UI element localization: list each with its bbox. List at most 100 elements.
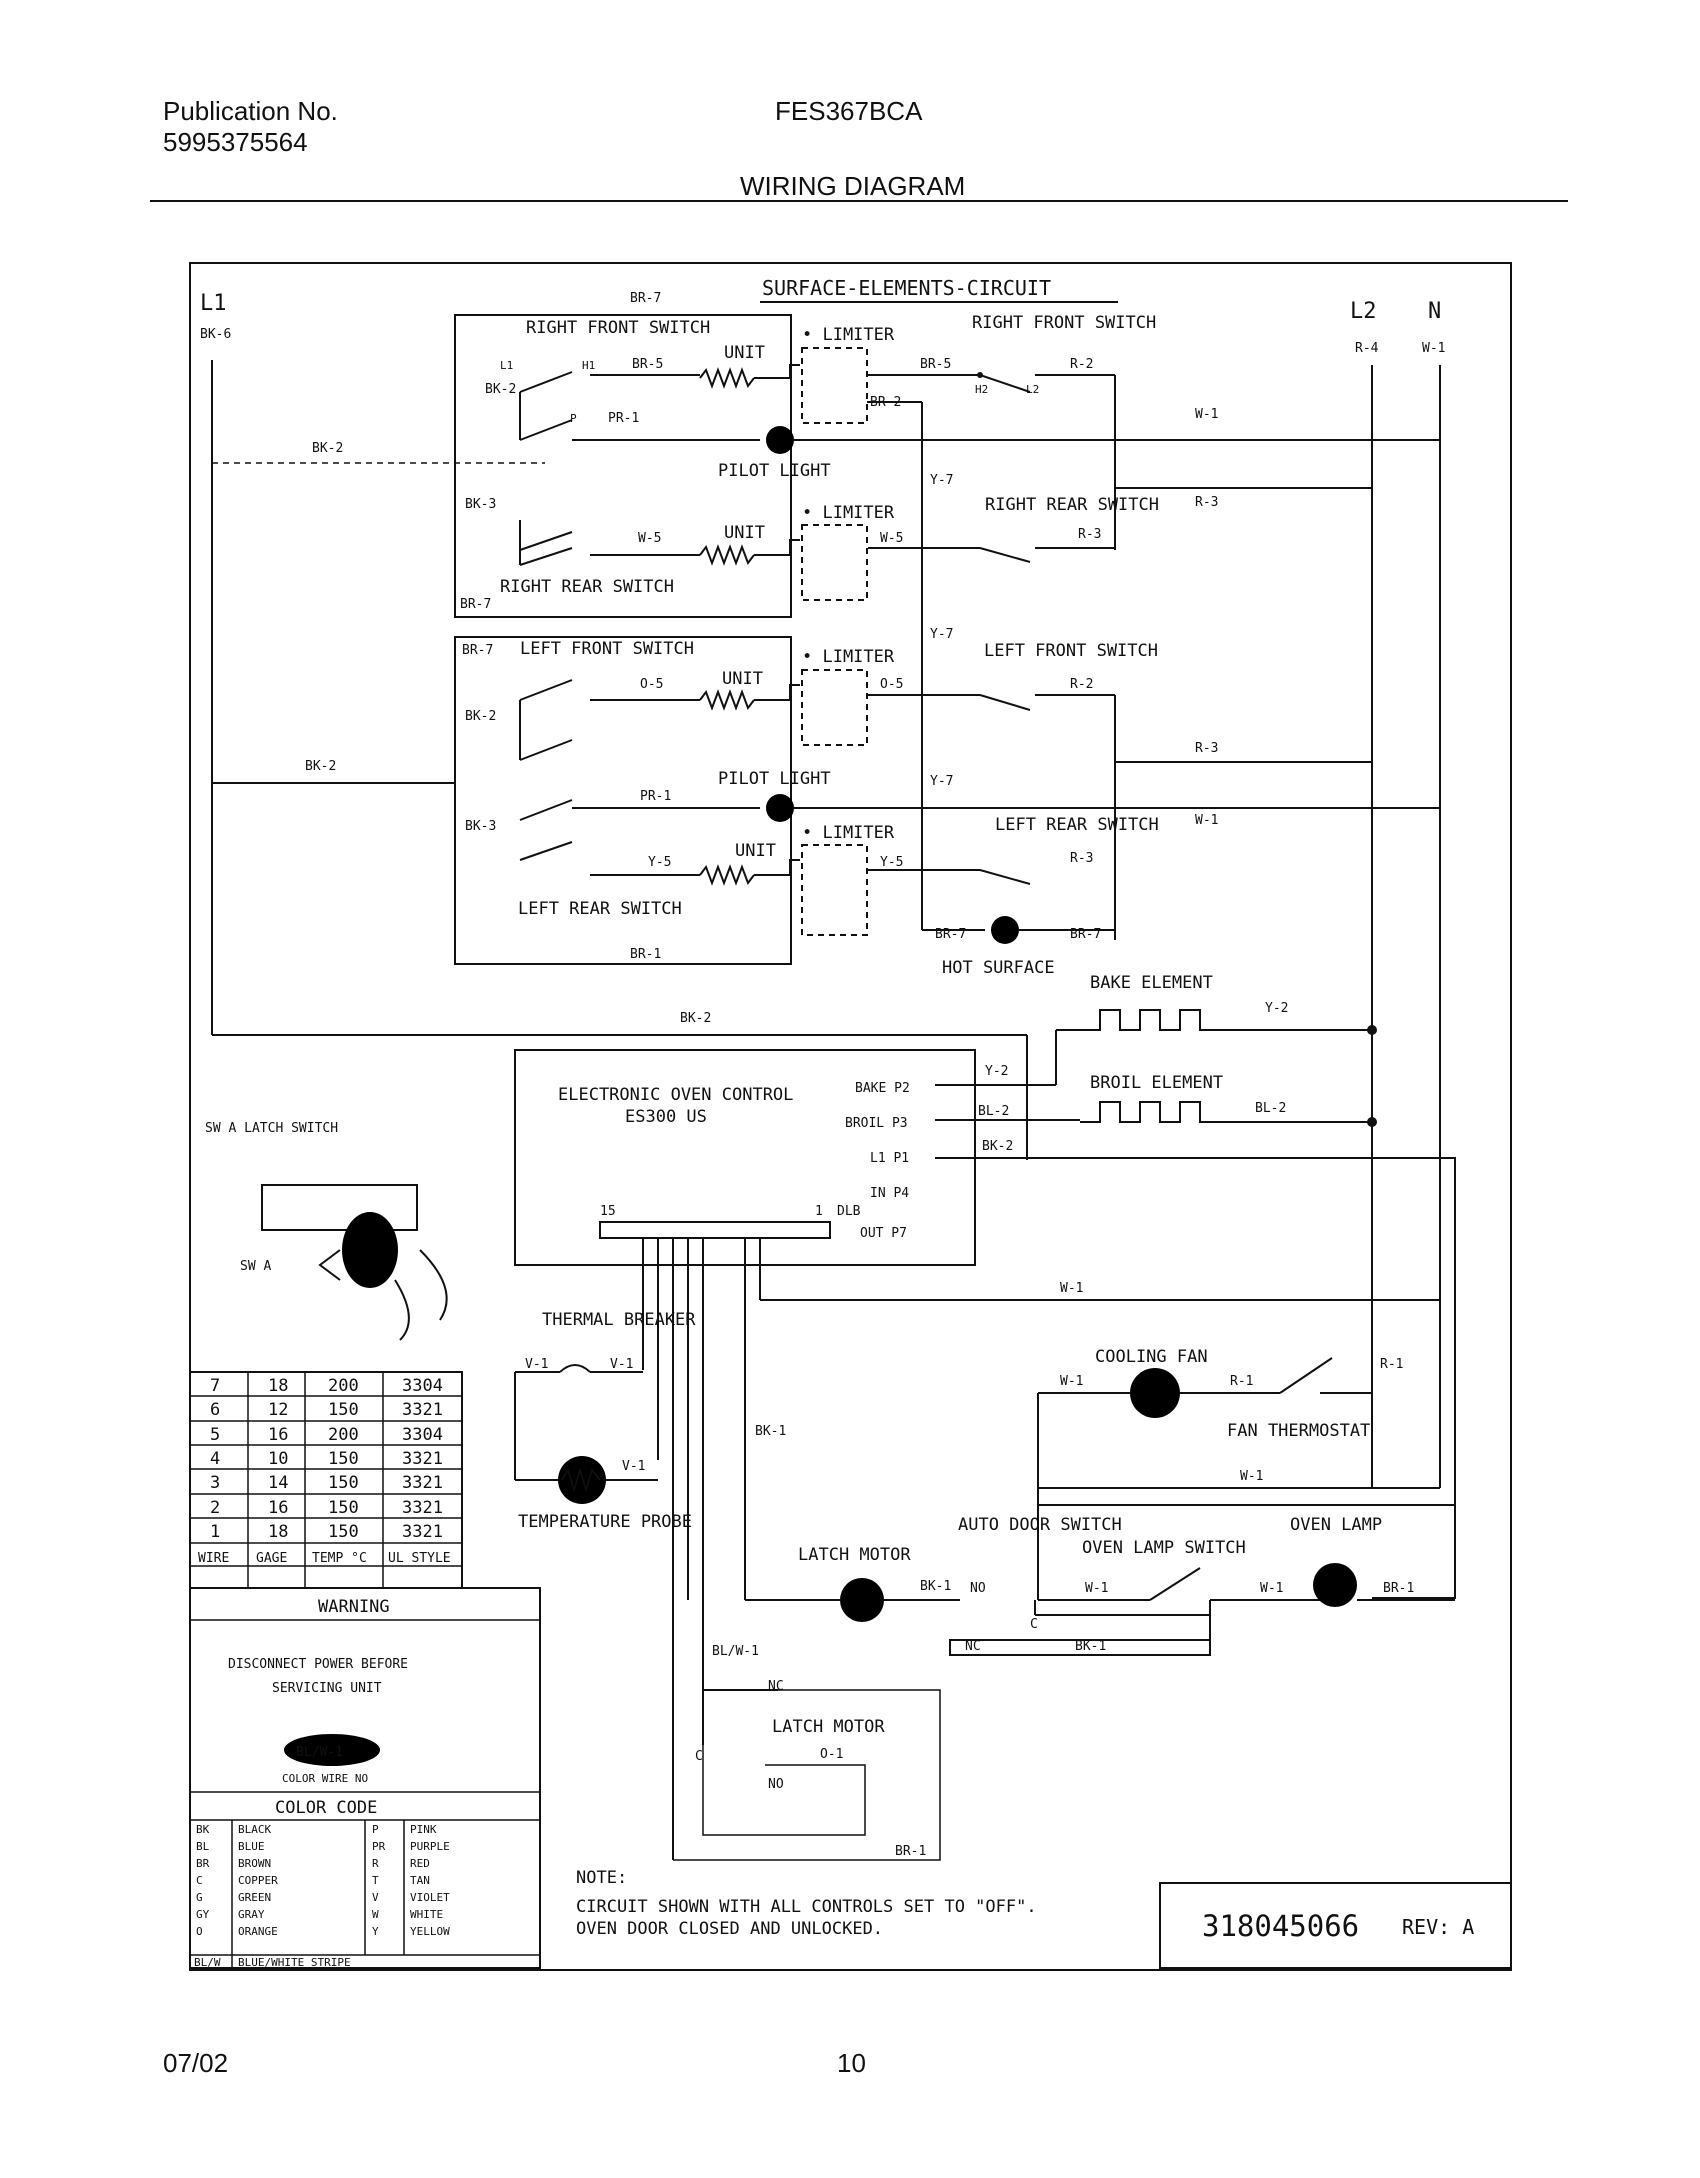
wire-label-bk6: BK-6 (200, 327, 231, 342)
color-code-row: GY (196, 1908, 210, 1921)
color-code-row: PR (372, 1840, 386, 1853)
oven-lamp-switch-label: OVEN LAMP SWITCH (1082, 1538, 1246, 1558)
right-rear-switch-label: RIGHT REAR SWITCH (985, 495, 1159, 515)
wire-label-y2-b: Y-2 (985, 1064, 1008, 1079)
wire-label-bk2-bottom: BK-2 (680, 1011, 711, 1026)
l2-bus-label: L2 (1350, 299, 1377, 324)
color-code-row: BR (196, 1857, 210, 1870)
wire-table-row: 150 (328, 1522, 359, 1542)
wire-table-row: 3321 (402, 1522, 443, 1542)
right-pilot-light-label: PILOT LIGHT (718, 461, 831, 481)
sw-a-label: SW A (240, 1259, 271, 1274)
warning-example-caption: COLOR WIRE NO (282, 1772, 368, 1785)
auto-door-nc-label: NC (965, 1639, 981, 1654)
wire-table-row: 12 (268, 1400, 288, 1420)
wire-label-br7-c: BR-7 (935, 927, 966, 942)
color-code-row: C (196, 1874, 203, 1887)
wire-label-br1-b: BR-1 (1383, 1581, 1414, 1596)
color-code-row: BLACK (238, 1823, 271, 1836)
right-rear-unit-label: UNIT (724, 523, 765, 543)
thermal-breaker (559, 1364, 591, 1373)
wire-label-br7-d: BR-7 (1070, 927, 1101, 942)
oven-lamp (1313, 1563, 1357, 1607)
revision: REV: A (1402, 1915, 1474, 1939)
right-front-unit-label: UNIT (724, 343, 765, 363)
warning-title: WARNING (318, 1597, 390, 1617)
wire-table-row: 3 (210, 1473, 220, 1493)
model-number: FES367BCA (775, 96, 923, 126)
broil-element (1080, 1101, 1230, 1123)
note-line1: CIRCUIT SHOWN WITH ALL CONTROLS SET TO "… (576, 1897, 1037, 1917)
wire-label-r3-b: R-3 (1078, 527, 1101, 542)
hot-surface-light (991, 916, 1019, 944)
wire-table-row: 150 (328, 1473, 359, 1493)
wire-label-w1-e: W-1 (1240, 1469, 1263, 1484)
wire-table-header: WIRE (198, 1551, 229, 1566)
color-code-row: TAN (410, 1874, 430, 1887)
wire-label-o5-a: O-5 (640, 677, 663, 692)
color-code-row: YELLOW (410, 1925, 450, 1938)
part-number-box (1159, 1882, 1512, 1969)
wire-table-row: 5 (210, 1425, 220, 1445)
wire-table-row: 18 (268, 1522, 288, 1542)
warning-line2: SERVICING UNIT (272, 1681, 382, 1696)
wire-table-header: TEMP °C (312, 1551, 367, 1566)
wire-label-br7-top: BR-7 (630, 291, 661, 306)
auto-door-switch-label: AUTO DOOR SWITCH (958, 1515, 1122, 1535)
wire-label-br5-b: BR-5 (920, 357, 951, 372)
wire-label-o5-b: O-5 (880, 677, 903, 692)
latch-c-label: C (695, 1749, 703, 1764)
left-front-switch-label-2: LEFT FRONT SWITCH (984, 641, 1158, 661)
wire-table-row: 3321 (402, 1473, 443, 1493)
left-rear-limiter-label: • LIMITER (802, 823, 895, 843)
wire-label-pr1: PR-1 (608, 411, 639, 426)
wire-label-o1: O-1 (820, 1747, 843, 1762)
wire-label-bk1-c: BK-1 (1075, 1639, 1106, 1654)
latch-motor (840, 1578, 884, 1622)
term-l2: L2 (1026, 383, 1039, 396)
n-bus-label: N (1428, 299, 1441, 324)
right-front-limiter (801, 347, 868, 424)
publication-number: 5995375564 (163, 127, 308, 157)
wire-label-v1-a: V-1 (525, 1357, 548, 1372)
wire-label-y7-c: Y-7 (930, 774, 953, 789)
wire-label-w1-a: W-1 (1195, 407, 1218, 422)
eoc-bake-p2: BAKE P2 (855, 1081, 910, 1096)
eoc-pin15: 15 (600, 1204, 616, 1219)
wire-table-row: 150 (328, 1498, 359, 1518)
wire-table-row: 18 (268, 1376, 288, 1396)
color-code-row: O (196, 1925, 203, 1938)
right-rear-limiter-label: • LIMITER (802, 503, 895, 523)
wire-label-w1-d: W-1 (1060, 1374, 1083, 1389)
color-code-row: BK (196, 1823, 210, 1836)
wire-label-w5-b: W-5 (880, 531, 903, 546)
latch-motor-label: LATCH MOTOR (798, 1545, 911, 1565)
color-code-row: Y (372, 1925, 379, 1938)
latch-nc-label: NC (768, 1679, 784, 1694)
color-code-title: COLOR CODE (275, 1798, 377, 1818)
eoc-out-p7: OUT P7 (860, 1226, 907, 1241)
cooling-fan (1130, 1368, 1180, 1418)
wire-label-v1-c: V-1 (622, 1459, 645, 1474)
wire-label-bk3-a: BK-3 (465, 497, 496, 512)
wire-label-w1-c: W-1 (1060, 1281, 1083, 1296)
left-pilot-light-label: PILOT LIGHT (718, 769, 831, 789)
wire-label-bk2-c: BK-2 (305, 759, 336, 774)
wire-table-row: 10 (268, 1449, 288, 1469)
color-code-row: BLUE/WHITE STRIPE (238, 1956, 351, 1969)
right-rear-limiter (801, 524, 868, 601)
color-code-row: V (372, 1891, 379, 1904)
eoc-in-p4: IN P4 (870, 1186, 909, 1201)
color-code-row: R (372, 1857, 379, 1870)
right-rear-switch-label-2: RIGHT REAR SWITCH (500, 577, 674, 597)
page-title: WIRING DIAGRAM (740, 171, 966, 201)
wire-table-row: 7 (210, 1376, 220, 1396)
left-front-limiter-label: • LIMITER (802, 647, 895, 667)
latch-no-label: NO (768, 1777, 784, 1792)
eoc-pin1: 1 (815, 1204, 823, 1219)
color-code-row: COPPER (238, 1874, 278, 1887)
wire-table: 7 18 200 3304 6 12 150 3321 5 16 200 330… (189, 1371, 463, 1589)
page-number: 10 (837, 2048, 866, 2078)
wire-label-br7-a: BR-7 (460, 597, 491, 612)
wire-label-w5-a: W-5 (638, 531, 661, 546)
